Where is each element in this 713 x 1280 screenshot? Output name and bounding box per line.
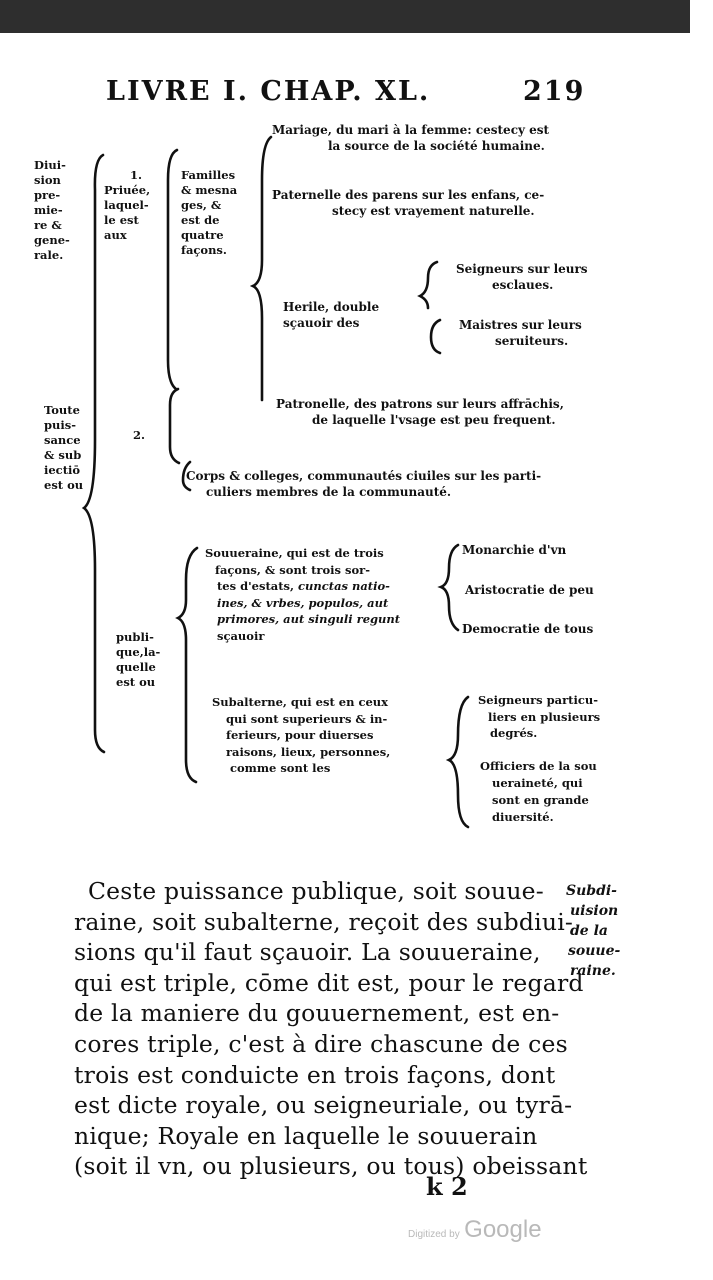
officiers-text: Officiers de la sou ueraineté, qui sont … (480, 759, 597, 824)
signature-mark: k 2 (426, 1172, 468, 1201)
brace-corps (181, 460, 192, 492)
brace-herile-b (429, 318, 442, 355)
brace-main (81, 153, 106, 754)
running-title: LIVRE I. CHAP. XL. (106, 76, 431, 107)
brace-souueraine (437, 543, 460, 632)
brace-priuee (166, 148, 179, 391)
digitized-by-google: Digitized by Google (408, 1216, 542, 1243)
corps-text: Corps & colleges, communautés ciuiles su… (186, 469, 542, 499)
paternelle-text: Paternelle des parens sur les enfans, ce… (272, 188, 545, 218)
outline-braces (81, 135, 470, 829)
mariage-text: Mariage, du mari à la femme: cestecy est… (272, 123, 550, 153)
margin-note: Subdi- uision de la souue- raine. (566, 883, 621, 979)
num-2: 2. (133, 428, 146, 442)
seigneurs-particuliers-text: Seigneurs particu- liers en plusieurs de… (478, 693, 601, 740)
num-1: 1. (130, 168, 143, 182)
brace-publique (175, 546, 199, 784)
seigneurs-esclaues-text: Seigneurs sur leurs esclaues. (456, 262, 588, 292)
patronelle-text: Patronelle, des patrons sur leurs affrāc… (276, 397, 564, 427)
brace-familles (249, 135, 273, 402)
democratie-text: Democratie de tous (462, 622, 594, 636)
maistres-text: Maistres sur leurs seruiteurs. (459, 318, 582, 348)
monarchie-text: Monarchie d'vn (462, 543, 567, 557)
brace-2 (168, 387, 181, 465)
brace-herile (417, 260, 439, 310)
page-number: 219 (523, 76, 586, 107)
brace-subalterne (445, 695, 470, 829)
scan-top-bar (0, 0, 690, 33)
aristocratie-text: Aristocratie de peu (465, 583, 594, 597)
souueraine-text: Souueraine, qui est de trois façons, & s… (205, 546, 401, 643)
subalterne-text: Subalterne, qui est en ceux qui sont sup… (212, 695, 391, 775)
main-paragraph: Ceste puissance publique, soit souue- ra… (74, 877, 588, 1181)
